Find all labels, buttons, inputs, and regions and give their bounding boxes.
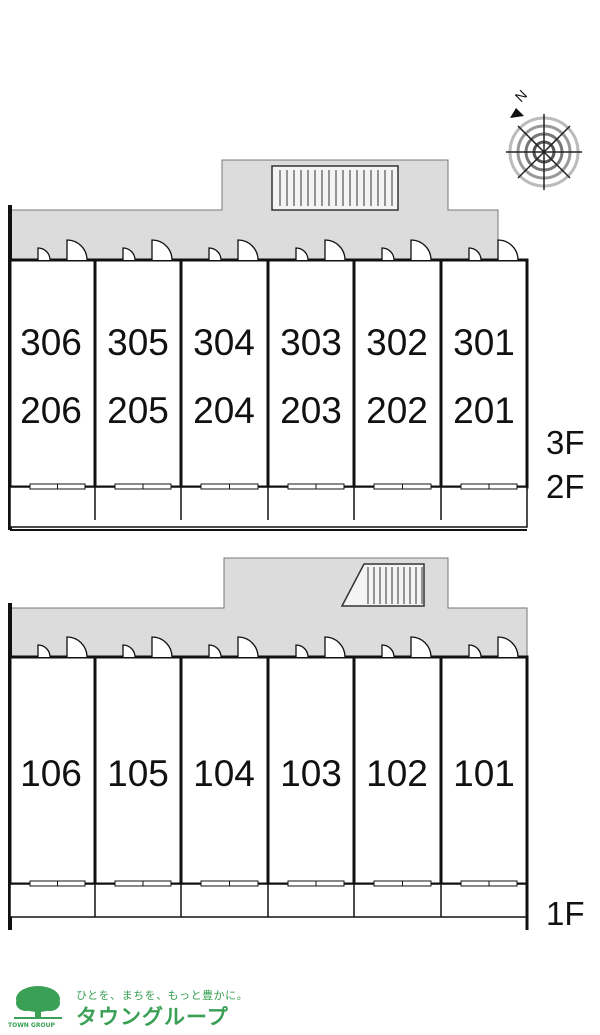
brand-name: タウングループ	[76, 1005, 229, 1029]
door-swing-main	[151, 239, 173, 261]
unit-label: 102	[366, 753, 428, 794]
unit-label: 106	[20, 753, 82, 794]
door-swing-small	[468, 644, 482, 658]
door-swing-small	[208, 644, 222, 658]
door-swing-main	[237, 636, 259, 658]
unit-label: 205	[107, 390, 169, 431]
door-swing-main	[497, 239, 519, 261]
unit-label: 103	[280, 753, 342, 794]
door-swing-main	[66, 636, 88, 658]
upper-unit-labels: 306 305 304 303 302 301 206 205 204 203 …	[20, 322, 515, 431]
door-swing-main	[66, 239, 88, 261]
unit-label: 203	[280, 390, 342, 431]
unit-label: 306	[20, 322, 82, 363]
door-swing-small	[122, 644, 136, 658]
unit-label: 202	[366, 390, 428, 431]
upper-building	[8, 159, 529, 531]
floor-label-1f: 1F	[546, 895, 585, 932]
unit-label: 304	[193, 322, 255, 363]
lower-staircase	[340, 563, 425, 607]
unit-label: 204	[193, 390, 255, 431]
door-swing-small	[468, 247, 482, 261]
unit-label: 104	[193, 753, 255, 794]
door-swing-small	[122, 247, 136, 261]
unit-label: 101	[453, 753, 515, 794]
unit-label: 206	[20, 390, 82, 431]
door-swing-main	[410, 239, 432, 261]
door-swing-small	[37, 247, 51, 261]
door-swing-small	[381, 247, 395, 261]
floor-plan: 306 305 304 303 302 301 206 205 204 203 …	[8, 86, 585, 932]
door-swing-small	[381, 644, 395, 658]
floor-label-2f: 2F	[546, 468, 585, 505]
unit-label: 302	[366, 322, 428, 363]
logo-caption: TOWN GROUP	[8, 1022, 55, 1029]
door-swing-main	[237, 239, 259, 261]
lower-unit-labels: 106 105 104 103 102 101	[20, 753, 515, 794]
door-swing-small	[37, 644, 51, 658]
compass-north-label: N	[512, 86, 530, 104]
unit-label: 301	[453, 322, 515, 363]
upper-staircase	[271, 165, 399, 211]
door-swing-main	[324, 239, 346, 261]
unit-label: 105	[107, 753, 169, 794]
lower-building	[8, 557, 529, 930]
floor-label-3f: 3F	[546, 424, 585, 461]
unit-label: 305	[107, 322, 169, 363]
compass-icon: N	[506, 86, 582, 190]
door-swing-small	[208, 247, 222, 261]
lower-corridor	[9, 557, 528, 658]
door-swing-main	[410, 636, 432, 658]
door-swing-main	[324, 636, 346, 658]
door-swing-small	[295, 247, 309, 261]
footer-logo: TOWN GROUP ひとを、まちを、もっと豊かに。 タウングループ	[8, 985, 308, 1033]
unit-label: 201	[453, 390, 515, 431]
tree-logo-icon	[14, 986, 62, 1019]
door-swing-small	[295, 644, 309, 658]
door-swing-main	[151, 636, 173, 658]
tagline: ひとを、まちを、もっと豊かに。	[76, 989, 249, 1002]
unit-label: 303	[280, 322, 342, 363]
door-swing-main	[497, 636, 519, 658]
